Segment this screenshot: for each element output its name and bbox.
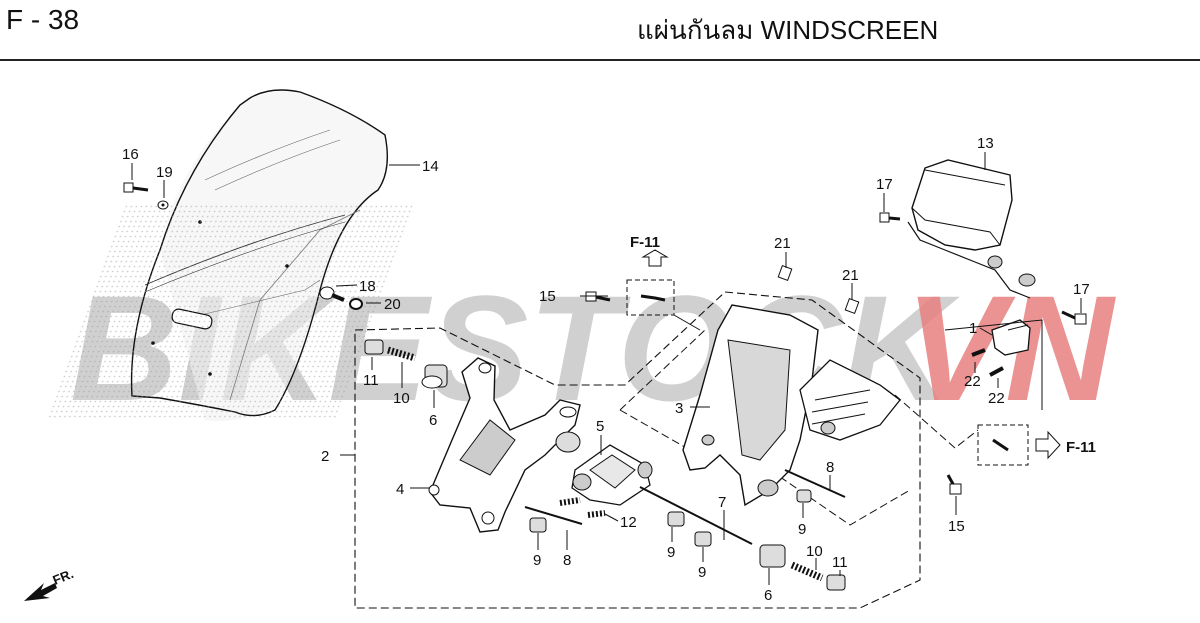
reference-upper: F-11 [626,234,701,331]
callout-6-left: 6 [429,412,437,429]
front-direction-label: FR. [51,566,76,588]
callout-5: 5 [596,418,604,435]
link-part-5 [571,444,653,506]
callout-13: 13 [977,135,994,152]
callout-21-left: 21 [774,235,791,252]
fasteners [364,212,1087,591]
callout-12: 12 [620,514,637,531]
callout-15-lower: 15 [948,518,965,535]
callout-18: 18 [359,278,376,295]
reference-right: F-11 [894,319,1096,466]
callout-15-upper: 15 [539,288,556,305]
holder-part-3 [682,304,901,507]
callouts: 16 19 14 18 20 11 10 6 2 4 5 15 3 21 21 … [122,135,1090,604]
callout-7: 7 [718,494,726,511]
callout-9-middle: 9 [667,544,675,561]
front-direction-indicator: FR. [24,566,76,601]
callout-10-left: 10 [393,390,410,407]
callout-22-right: 22 [988,390,1005,407]
connector-part-1 [991,319,1031,356]
callout-17-right: 17 [1073,281,1090,298]
callout-9-lower: 9 [698,564,706,581]
callout-11-left: 11 [363,372,379,389]
callout-3: 3 [675,400,683,417]
header-rule [0,59,1200,61]
hardware-16-19 [123,182,363,310]
callout-19: 19 [156,164,173,181]
callout-9-left: 9 [533,552,541,569]
assembly-outline-2 [340,291,921,609]
diagram-code: F - 38 [6,4,80,35]
callout-4: 4 [396,481,404,498]
reference-label-right: F-11 [1066,439,1096,456]
callout-14: 14 [422,158,439,175]
callout-16: 16 [122,146,139,163]
callout-17-left: 17 [876,176,893,193]
windscreen-part-14 [47,89,416,422]
callout-6-right: 6 [764,587,772,604]
callout-22-left: 22 [964,373,981,390]
meter-part-13 [907,159,1036,299]
page-header: F - 38 แผ่นกันลม WINDSCREEN [0,0,1200,62]
callout-11-right: 11 [832,554,848,571]
callout-20: 20 [384,296,401,313]
diagram-title: แผ่นกันลม WINDSCREEN [637,15,939,45]
callout-8-right: 8 [826,459,834,476]
callout-10-right: 10 [806,543,823,560]
leader-lines [131,152,1082,585]
reference-label-upper: F-11 [630,234,660,251]
callout-8-left: 8 [563,552,571,569]
callout-9-right: 9 [798,521,806,538]
callout-1: 1 [969,320,977,337]
callout-2: 2 [321,448,329,465]
callout-21-right: 21 [842,267,859,284]
bracket-part-4 [428,357,581,533]
